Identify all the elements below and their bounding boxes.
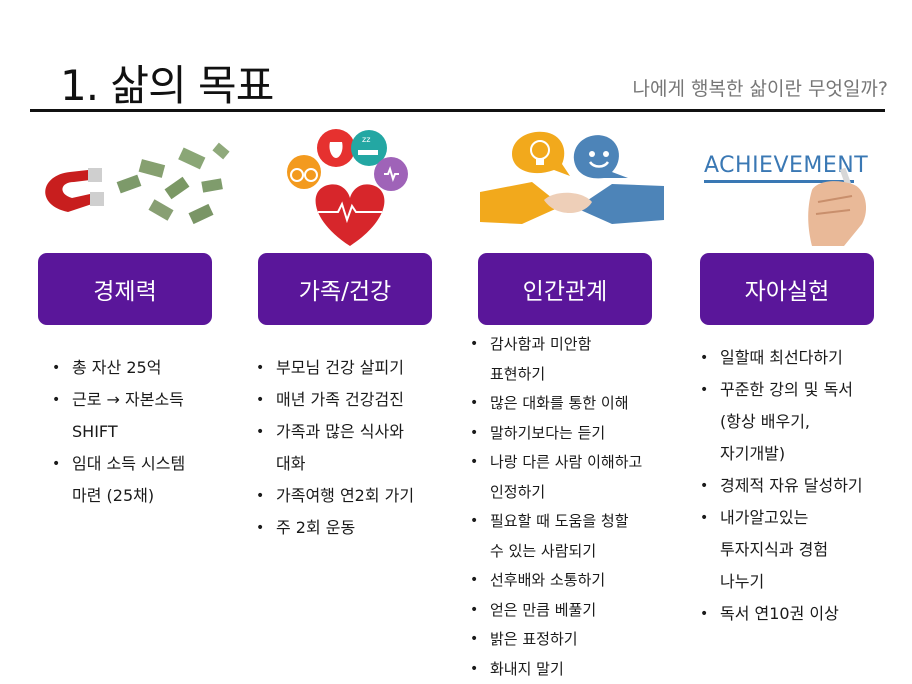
category-label: 경제력 [93, 279, 157, 305]
list-item: 부모님 건강 살피기 [256, 352, 461, 384]
svg-text:zz: zz [362, 135, 370, 144]
category-label: 인간관계 [522, 279, 608, 305]
handshake-icon [480, 131, 664, 224]
achievement-wordmark: ACHIEVEMENT [704, 153, 868, 178]
list-item: 말하기보다는 듣기 [470, 419, 685, 449]
heart-health-icon: zz [287, 129, 408, 246]
list-item: 꾸준한 강의 및 독서(항상 배우기,자기개발) [700, 374, 910, 470]
category-box-family-health: 가족/건강 [258, 253, 432, 325]
slide-title: 1. 삶의 목표 [60, 61, 274, 110]
list-item: 필요할 때 도움을 청할수 있는 사람되기 [470, 507, 685, 566]
title-underline [30, 109, 885, 112]
magnet-money-icon [45, 142, 230, 225]
list-item: 많은 대화를 통한 이해 [470, 389, 685, 419]
category-box-self-realization: 자아실현 [700, 253, 874, 325]
list-item: 선후배와 소통하기 [470, 566, 685, 596]
list-item: 주 2회 운동 [256, 512, 461, 544]
category-label: 자아실현 [744, 279, 830, 305]
category-box-economy: 경제력 [38, 253, 212, 325]
list-item: 일할때 최선다하기 [700, 342, 910, 374]
achievement-icon: ACHIEVEMENT [704, 153, 868, 246]
list-item: 가족여행 연2회 가기 [256, 480, 461, 512]
list-item: 매년 가족 건강검진 [256, 384, 461, 416]
slide-subtitle: 나에게 행복한 삶이란 무엇일까? [632, 78, 888, 100]
list-item: 얻은 만큼 베풀기 [470, 596, 685, 626]
list-item: 밝은 표정하기 [470, 625, 685, 655]
category-box-relationships: 인간관계 [478, 253, 652, 325]
list-item: 경제적 자유 달성하기 [700, 470, 910, 502]
category-label: 가족/건강 [298, 279, 392, 305]
item-list: 일할때 최선다하기 꾸준한 강의 및 독서(항상 배우기,자기개발) 경제적 자… [700, 342, 910, 630]
list-item: 총 자산 25억 [52, 352, 242, 384]
list-item: 화내지 말기 [470, 655, 685, 684]
list-item: 독서 연10권 이상 [700, 598, 910, 630]
